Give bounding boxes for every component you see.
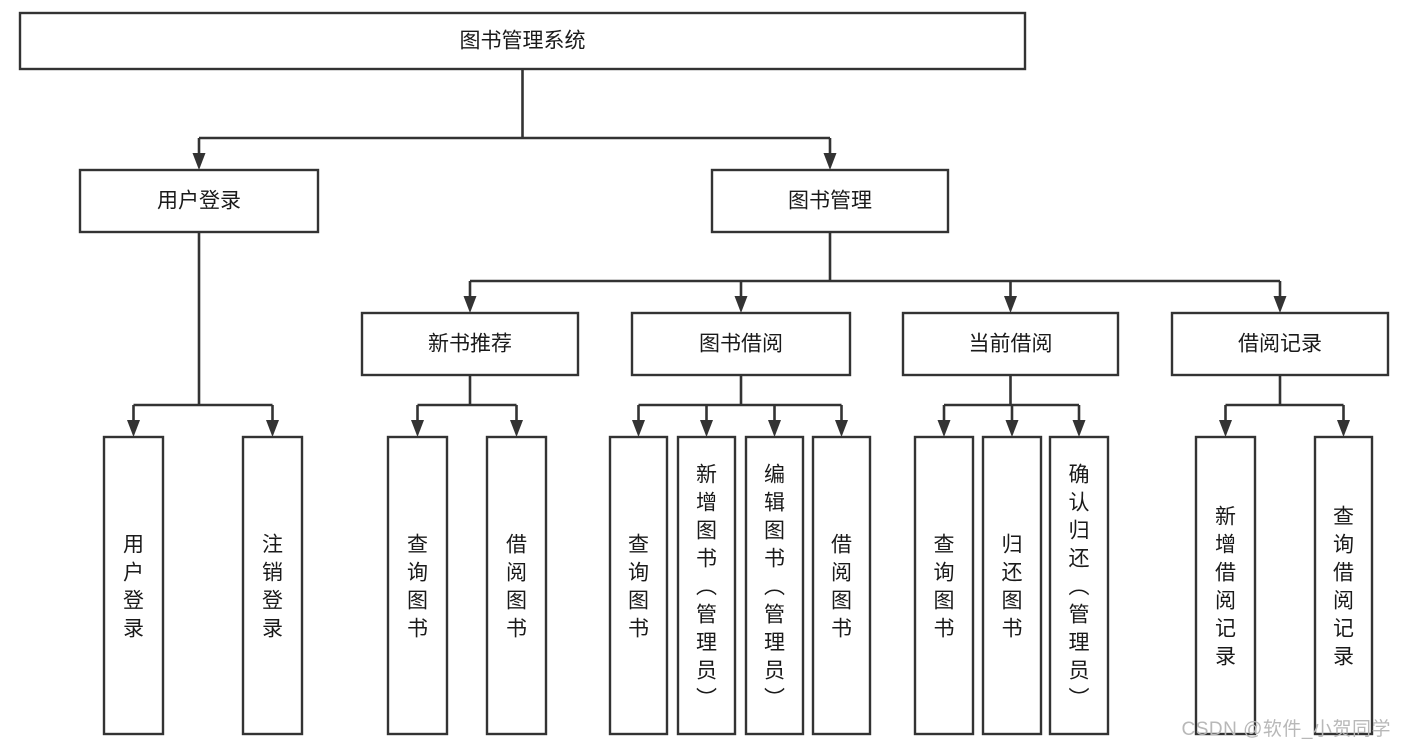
arrow-head-icon [734, 296, 748, 313]
arrow-head-icon [1219, 420, 1232, 437]
node-book-manage[interactable]: 图书管理 [710, 168, 950, 234]
node-label: 图书借阅 [699, 333, 783, 356]
arrow-head-icon [937, 420, 951, 437]
node-box[interactable] [981, 435, 1043, 736]
node-label: 新书推荐 [428, 333, 512, 356]
arrow-head-icon [700, 420, 713, 437]
node-label-vertical: 新增借阅记录 [1215, 505, 1236, 668]
node-label-vertical: 注销登录 [262, 533, 283, 640]
arrow-head-icon [510, 420, 523, 437]
node-label: 借阅记录 [1238, 333, 1322, 356]
node-box[interactable] [360, 311, 580, 377]
node-box[interactable] [744, 435, 805, 736]
node-label-vertical: 用户登录 [123, 533, 144, 640]
arrow-head-icon [1072, 420, 1086, 437]
node-box[interactable] [913, 435, 975, 736]
node-box[interactable] [1170, 311, 1390, 377]
node-user-login[interactable]: 用户登录 [78, 168, 320, 234]
arrow-head-icon [835, 420, 848, 437]
node-box[interactable] [1048, 435, 1110, 736]
node-label-vertical: 新增图书︵管理员︶ [696, 463, 717, 710]
node-label: 图书管理系统 [460, 30, 586, 53]
arrow-head-icon [1273, 296, 1287, 313]
edge-layer [127, 69, 1350, 437]
node-leaf-confirm-return[interactable]: 确认归还︵管理员︶ [1048, 435, 1110, 736]
node-label-vertical: 归还图书 [1002, 533, 1023, 640]
node-leaf-edit-book[interactable]: 编辑图书︵管理员︶ [744, 435, 805, 736]
node-box[interactable] [386, 435, 449, 736]
arrow-head-icon [192, 153, 206, 170]
node-leaf-return-book[interactable]: 归还图书 [981, 435, 1043, 736]
node-label-vertical: 查询图书 [628, 533, 649, 640]
node-label-vertical: 确认归还︵管理员︶ [1069, 463, 1090, 710]
node-leaf-query-books-cur[interactable]: 查询图书 [913, 435, 975, 736]
arrow-head-icon [127, 420, 140, 437]
node-book-borrow[interactable]: 图书借阅 [630, 311, 852, 377]
node-box[interactable] [676, 435, 737, 736]
node-box[interactable] [901, 311, 1120, 377]
node-box[interactable] [630, 311, 852, 377]
node-leaf-borrow-book[interactable]: 借阅图书 [811, 435, 872, 736]
node-label: 用户登录 [157, 190, 241, 213]
arrow-head-icon [768, 420, 781, 437]
node-root[interactable]: 图书管理系统 [18, 11, 1027, 71]
node-label-vertical: 查询图书 [407, 533, 428, 640]
node-box[interactable] [485, 435, 548, 736]
node-label-vertical: 查询图书 [934, 533, 955, 640]
arrow-head-icon [1004, 296, 1017, 313]
node-box[interactable] [1313, 435, 1374, 736]
node-leaf-borrow-books-rec[interactable]: 借阅图书 [485, 435, 548, 736]
arrow-head-icon [823, 153, 837, 170]
node-box[interactable] [1194, 435, 1257, 736]
arrow-head-icon [1337, 420, 1350, 437]
arrow-head-icon [463, 296, 477, 313]
arrow-head-icon [632, 420, 645, 437]
node-current-borrow[interactable]: 当前借阅 [901, 311, 1120, 377]
node-leaf-user-logout[interactable]: 注销登录 [241, 435, 304, 736]
node-label-vertical: 借阅图书 [831, 533, 852, 640]
node-leaf-query-books-rec[interactable]: 查询图书 [386, 435, 449, 736]
node-label-vertical: 借阅图书 [506, 533, 527, 640]
node-box[interactable] [18, 11, 1027, 71]
node-leaf-add-book[interactable]: 新增图书︵管理员︶ [676, 435, 737, 736]
arrow-head-icon [411, 420, 424, 437]
node-leaf-add-record[interactable]: 新增借阅记录 [1194, 435, 1257, 736]
node-box[interactable] [241, 435, 304, 736]
node-new-book-rec[interactable]: 新书推荐 [360, 311, 580, 377]
node-box[interactable] [608, 435, 669, 736]
node-label-vertical: 查询借阅记录 [1333, 505, 1354, 668]
node-label: 当前借阅 [969, 333, 1053, 356]
node-box[interactable] [710, 168, 950, 234]
arrow-head-icon [1005, 420, 1019, 437]
node-borrow-record[interactable]: 借阅记录 [1170, 311, 1390, 377]
node-box[interactable] [102, 435, 165, 736]
node-box[interactable] [811, 435, 872, 736]
node-leaf-query-record[interactable]: 查询借阅记录 [1313, 435, 1374, 736]
node-leaf-user-login[interactable]: 用户登录 [102, 435, 165, 736]
node-box[interactable] [78, 168, 320, 234]
node-label-vertical: 编辑图书︵管理员︶ [764, 463, 785, 710]
node-leaf-query-books-borrow[interactable]: 查询图书 [608, 435, 669, 736]
node-label: 图书管理 [788, 190, 872, 213]
arrow-head-icon [266, 420, 279, 437]
node-layer: 图书管理系统用户登录图书管理新书推荐图书借阅当前借阅借阅记录用户登录注销登录查询… [18, 11, 1390, 736]
